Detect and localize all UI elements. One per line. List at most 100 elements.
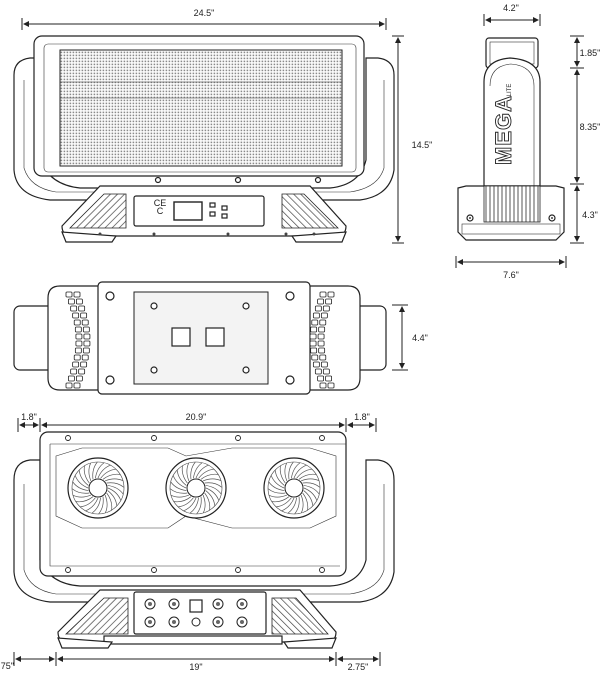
fan-blade [189, 497, 199, 514]
fan-hub [186, 478, 206, 498]
led-cell [317, 333, 325, 340]
fan-blade [88, 462, 92, 482]
fan-blade [102, 473, 121, 480]
fan-blade [176, 470, 187, 486]
fan-blade [274, 470, 285, 486]
dim-rear-head-width-label: 20.9" [186, 412, 207, 422]
dim-rear-bottom: 2.75" 19" 2.75" [0, 652, 381, 672]
led-cell [82, 326, 90, 333]
led-cell [81, 354, 89, 361]
led-cell [67, 375, 75, 382]
led-cell [75, 340, 83, 347]
led-cell [318, 347, 326, 354]
led-cell [67, 298, 75, 305]
led-cell [318, 326, 326, 333]
dim-side-base: 7.6" [455, 256, 567, 280]
led-cell [82, 347, 90, 354]
fan-blade [205, 490, 216, 506]
fan-hub [284, 478, 304, 498]
led-cell [320, 361, 328, 368]
front-view: 24.5" 14.5" CE C [13, 8, 432, 244]
fan-blade [170, 481, 187, 491]
dim-front-width-label: 24.5" [194, 8, 215, 18]
led-cell [83, 333, 91, 340]
connector-pin [240, 602, 244, 606]
fan-blade [284, 462, 288, 482]
dim-rear-base-left-label: 2.75" [0, 661, 14, 671]
led-cell [74, 347, 82, 354]
fan-blade [205, 487, 220, 501]
fan-blade [183, 497, 197, 512]
fan-blade [75, 496, 94, 503]
fan-blade [107, 487, 122, 501]
led-cell [73, 319, 81, 326]
fan-blade [83, 465, 90, 484]
led-cell [311, 319, 319, 326]
power-switch [189, 599, 203, 613]
led-matrix-panel [59, 49, 343, 167]
top-led-chain-left [65, 291, 91, 389]
fan-blade [178, 497, 194, 508]
dim-side-seg-bottom-label: 4.3" [582, 210, 598, 220]
fan-blade [100, 468, 116, 479]
fan-blade [303, 490, 314, 506]
fan-blade [78, 470, 89, 486]
fan-blade [296, 468, 312, 479]
fan-center [165, 457, 227, 519]
led-cell [70, 305, 78, 312]
fan-blade [270, 475, 285, 489]
screw [151, 435, 157, 441]
led-cell [317, 375, 325, 382]
cert-mark: C [157, 206, 164, 216]
fan-blade [107, 490, 118, 506]
rear-connector-panel [133, 591, 267, 635]
led-cell [73, 382, 81, 389]
fan-blade [98, 496, 104, 515]
screw [319, 435, 325, 441]
fan-blade [104, 478, 124, 482]
fan-blade [91, 497, 101, 514]
fan-blade [300, 478, 320, 482]
fan-blade [294, 496, 300, 515]
dim-side-base-label: 7.6" [503, 270, 519, 280]
fan-blade [303, 487, 318, 501]
led-cell [72, 361, 80, 368]
fan-blade [85, 497, 99, 512]
led-cell [75, 298, 83, 305]
fan-blade [190, 461, 196, 480]
led-cell [327, 382, 335, 389]
led-cell [311, 354, 319, 361]
fan-blade [198, 468, 214, 479]
led-cell [73, 354, 81, 361]
fan-blade [204, 482, 223, 488]
screw [65, 435, 71, 441]
led-cell [325, 375, 333, 382]
fan-blade [173, 496, 192, 503]
screw [235, 435, 241, 441]
screw [235, 567, 241, 573]
top-led-chain-right [309, 291, 335, 389]
dim-side-seg-mid-label: 8.35" [580, 122, 601, 132]
fan-blade [195, 464, 209, 479]
fan-guard [71, 461, 125, 515]
led-cell [319, 354, 327, 361]
fuse-holder [191, 617, 201, 627]
fan-blade [202, 478, 222, 482]
led-cell [322, 368, 330, 375]
led-cell [312, 361, 320, 368]
fan-blade [268, 481, 285, 491]
fan-blade [72, 494, 92, 498]
fan-hub [88, 478, 108, 498]
fan-guard [169, 461, 223, 515]
led-cell [74, 326, 82, 333]
fan-blade [186, 462, 190, 482]
led-cell [317, 340, 325, 347]
dim-rear-top: 1.8" 20.9" 1.8" [17, 412, 377, 432]
fan-blade [106, 482, 125, 488]
led-cell [73, 291, 81, 298]
led-cell [72, 312, 80, 319]
connector-pin [216, 602, 220, 606]
fan-blade [288, 461, 294, 480]
ce-mark: CE [154, 198, 167, 208]
fan-blade [170, 494, 190, 498]
